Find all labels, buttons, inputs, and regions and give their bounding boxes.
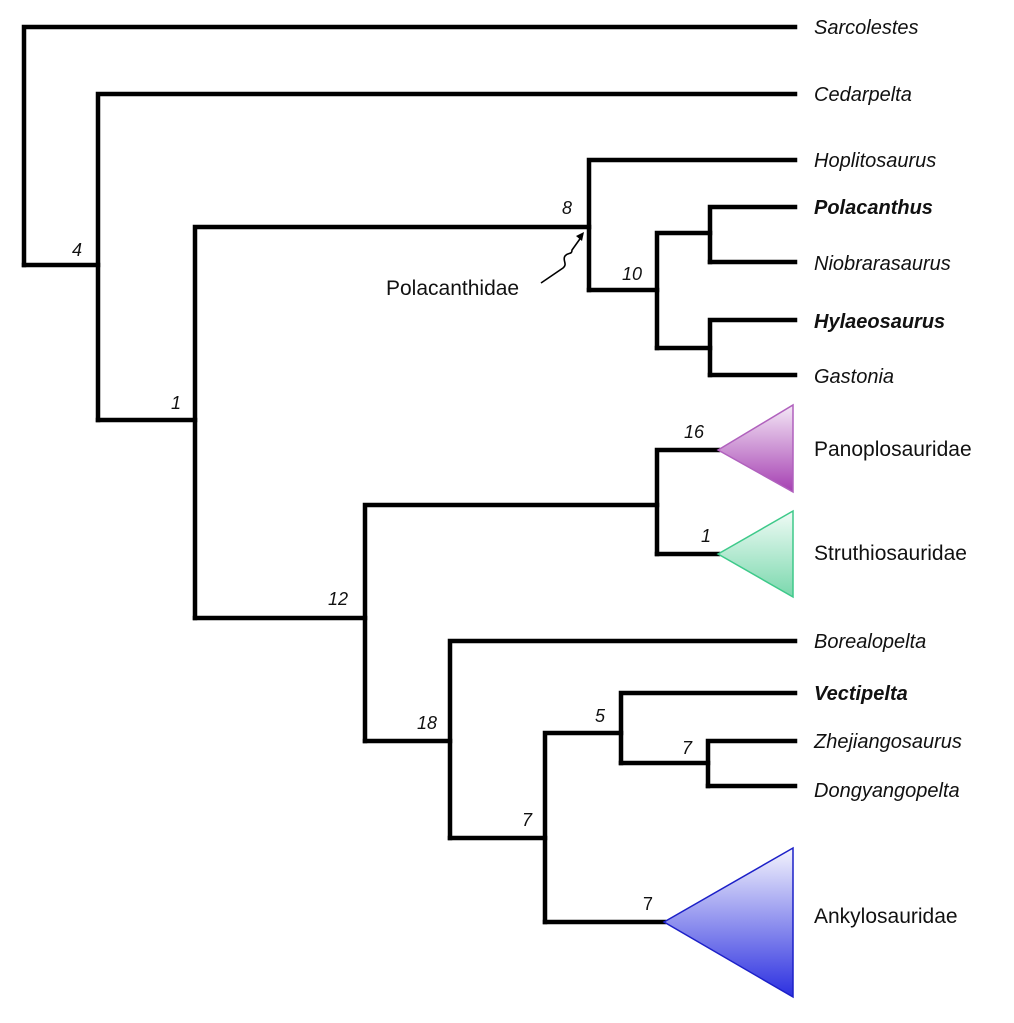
taxon-cedarpelta: Cedarpelta: [814, 84, 912, 106]
clade-label-ankylosauridae: Ankylosauridae: [814, 905, 958, 928]
support-value: 7: [682, 738, 693, 758]
branch-node-12-vertical: [362, 502, 660, 744]
branch-vectipelta: [618, 690, 798, 766]
branch-root: [21, 24, 798, 268]
support-value: 7: [522, 810, 533, 830]
taxon-niobrarasaurus: Niobrarasaurus: [814, 253, 951, 275]
branch-panoplosauridae: [654, 447, 721, 557]
branch-hylaeosaurus: [707, 317, 798, 378]
annotation-arrow-icon: [540, 235, 583, 284]
branch-zhejiangosaurus: [705, 738, 798, 789]
taxon-dongyangopelta: Dongyangopelta: [814, 780, 960, 802]
taxon-hoplitosaurus: Hoplitosaurus: [814, 150, 936, 172]
branch-polacanthus: [707, 204, 798, 265]
clade-triangle-ankylosauridae: [662, 846, 794, 999]
arrowhead-icon: [576, 232, 584, 241]
clade-label-struthiosauridae: Struthiosauridae: [814, 542, 967, 565]
clade-triangle-struthiosauridae: [716, 509, 794, 599]
taxon-sarcolestes: Sarcolestes: [814, 17, 919, 39]
support-value: 18: [417, 713, 437, 733]
taxon-vectipelta: Vectipelta: [814, 683, 908, 705]
support-value: 1: [701, 526, 711, 546]
support-values: 4 1 8 10 12 16 1 18 7 5 7 7: [72, 198, 711, 914]
branch-node-10-vertical: [654, 230, 713, 351]
branch-borealopelta: [447, 638, 798, 841]
support-value: 12: [328, 589, 348, 609]
support-value: 4: [72, 240, 82, 260]
taxon-hylaeosaurus: Hylaeosaurus: [814, 311, 945, 333]
branches: [21, 24, 798, 925]
support-value: 8: [562, 198, 572, 218]
clade-triangle-panoplosauridae: [716, 403, 794, 494]
clade-label-panoplosauridae: Panoplosauridae: [814, 438, 972, 461]
annotation-polacanthidae: Polacanthidae: [386, 277, 519, 300]
taxon-borealopelta: Borealopelta: [814, 631, 926, 653]
support-value: 1: [171, 393, 181, 413]
taxon-labels: Sarcolestes Cedarpelta Hoplitosaurus Pol…: [813, 17, 962, 802]
branch-cedarpelta: [95, 91, 798, 423]
support-value: 5: [595, 706, 606, 726]
taxon-polacanthus: Polacanthus: [814, 197, 933, 219]
taxon-gastonia: Gastonia: [814, 366, 894, 388]
support-value: 7: [643, 894, 653, 914]
branch-node-7-vertical: [542, 730, 624, 925]
branch-node-1-vertical: [192, 224, 592, 621]
support-value: 16: [684, 422, 705, 442]
taxon-zhejiangosaurus: Zhejiangosaurus: [813, 731, 962, 753]
branch-hoplitosaurus: [586, 157, 798, 293]
support-value: 10: [622, 264, 642, 284]
